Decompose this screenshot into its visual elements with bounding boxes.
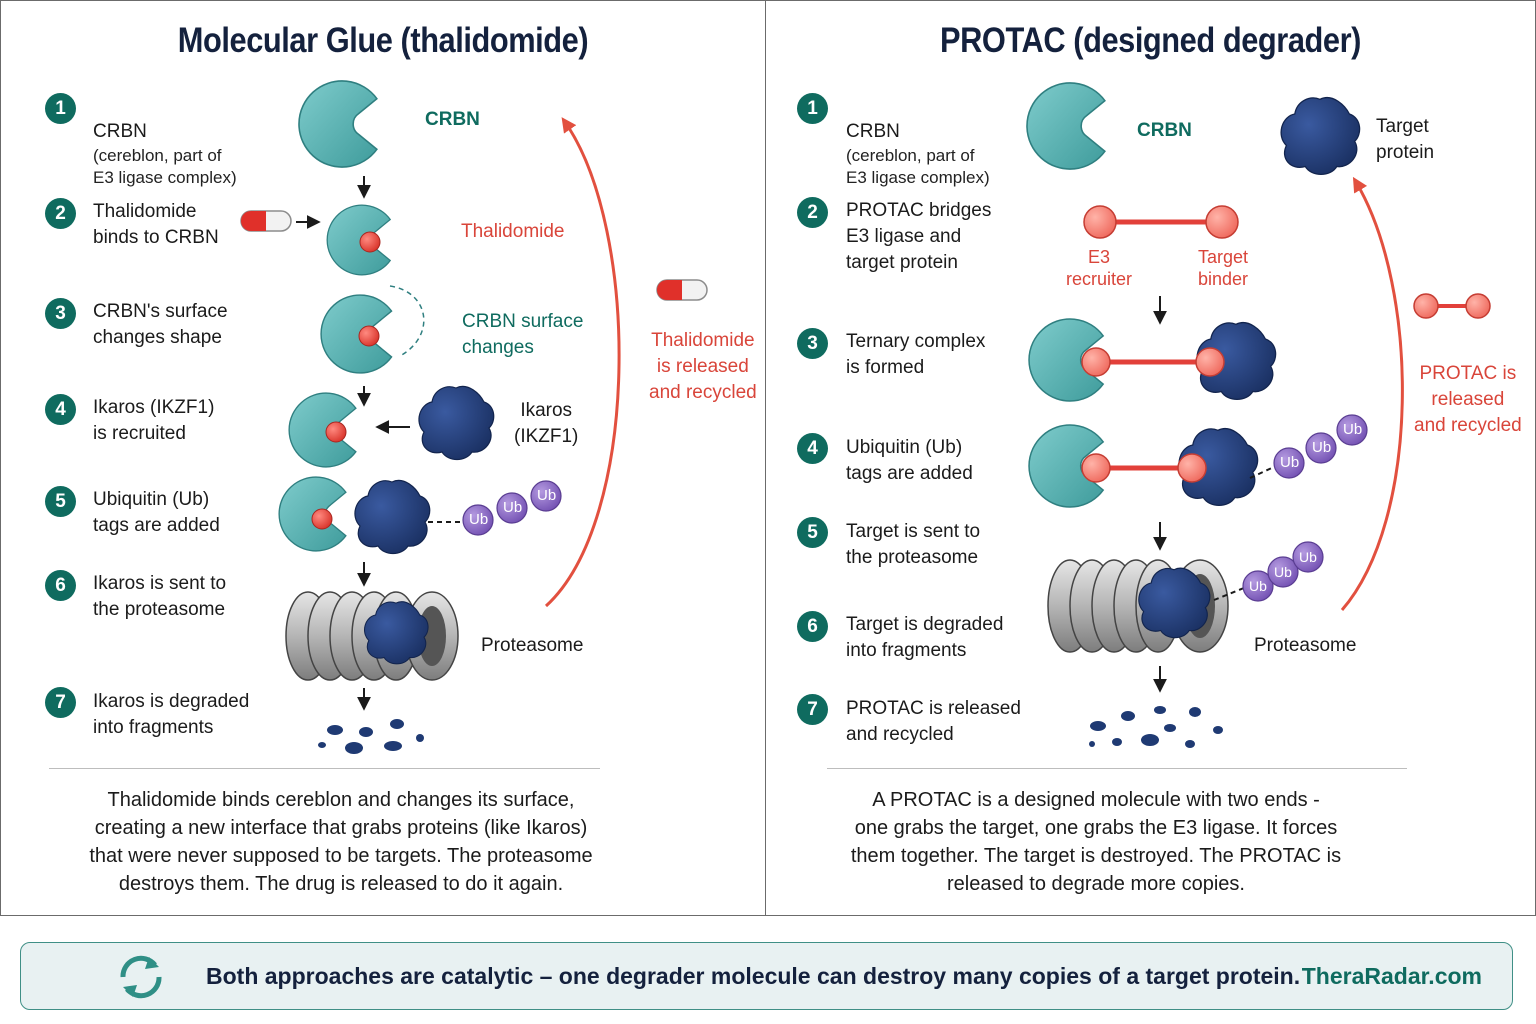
- right-fragments: [1089, 706, 1223, 748]
- right-crbn-label: CRBN: [1137, 120, 1192, 141]
- left-recycle-label: Thalidomide is released and recycled: [649, 330, 757, 403]
- right-recycle-arrow: [1340, 176, 1404, 611]
- right-panel-title: PROTAC (designed degrader): [940, 21, 1361, 60]
- site-name: TheraRadar.com: [1301, 963, 1482, 989]
- right-step-3-number: 3: [797, 328, 828, 359]
- ub-label: Ub: [1343, 421, 1363, 438]
- left-step-5-number: 5: [45, 486, 76, 517]
- left-step-5-text: Ubiquitin (Ub) tags are added: [93, 489, 220, 536]
- ub-label: Ub: [1299, 549, 1317, 565]
- ub-label: Ub: [537, 487, 557, 504]
- right-target-protein-label: Target protein: [1376, 116, 1435, 163]
- right-step-4-text: Ubiquitin (Ub) tags are added: [846, 437, 973, 484]
- right-divider: [827, 768, 1407, 769]
- left-recycle-arrow: [544, 117, 621, 608]
- right-step-5-text: Target is sent to the proteasome: [846, 521, 981, 568]
- left-proteasome-shape: [285, 591, 459, 681]
- right-recycle-label: PROTAC is released and recycled: [1414, 363, 1522, 436]
- left-ikaros-label: Ikaros (IKZF1): [514, 400, 579, 447]
- left-divider: [49, 768, 600, 769]
- ub-label: Ub: [1280, 454, 1300, 471]
- ub-label: Ub: [1249, 578, 1267, 594]
- left-summary: Thalidomide binds cereblon and changes i…: [89, 789, 593, 895]
- left-panel-title: Molecular Glue (thalidomide): [177, 21, 589, 60]
- target-binder-label: Target binder: [1198, 247, 1249, 289]
- right-summary: A PROTAC is a designed molecule with two…: [850, 789, 1342, 895]
- thalidomide-pill-icon: [240, 210, 292, 232]
- ub-label: Ub: [469, 511, 489, 528]
- left-step-2-number: 2: [45, 198, 76, 229]
- recycle-arrows-icon: [120, 955, 162, 999]
- left-step-7-text: Ikaros is degraded into fragments: [93, 691, 250, 738]
- ub-label: Ub: [1312, 439, 1332, 456]
- right-step-3-text: Ternary complex is formed: [846, 331, 986, 378]
- left-crbn-label: CRBN: [425, 109, 480, 130]
- left-thalidomide-label: Thalidomide: [461, 221, 565, 242]
- right-step-1-title: CRBN: [846, 121, 900, 142]
- right-step-4-number: 4: [797, 433, 828, 464]
- right-step-2-number: 2: [797, 197, 828, 228]
- ikaros-shape: [418, 385, 495, 461]
- left-step-6-number: 6: [45, 570, 76, 601]
- left-step-3-text: CRBN's surface changes shape: [93, 301, 228, 348]
- target-protein-shape: [1280, 96, 1361, 176]
- right-step-1-number: 1: [797, 93, 828, 124]
- left-crbn-shape: [298, 80, 378, 168]
- molecular-glue-panel: Molecular Glue (thalidomide) 1 CRBN (cer…: [0, 0, 766, 916]
- protac-panel: PROTAC (designed degrader) 1 CRBN (cereb…: [765, 0, 1536, 916]
- left-step-1-text: CRBN (cereblon, part of E3 ligase comple…: [93, 93, 237, 215]
- left-step-3-number: 3: [45, 298, 76, 329]
- right-step-6-number: 6: [797, 611, 828, 642]
- catalytic-banner: Both approaches are catalytic – one degr…: [20, 942, 1513, 1010]
- left-step-6-text: Ikaros is sent to the proteasome: [93, 573, 227, 620]
- left-fragments: [318, 719, 424, 754]
- left-step-4-number: 4: [45, 394, 76, 425]
- left-step-1-title: CRBN: [93, 121, 147, 142]
- left-step-2-text: Thalidomide binds to CRBN: [93, 201, 219, 248]
- left-step-7-number: 7: [45, 687, 76, 718]
- right-step-1-sub: (cereblon, part of E3 ligase complex): [846, 146, 990, 187]
- right-step-7-text: PROTAC is released and recycled: [846, 698, 1021, 745]
- ub-label: Ub: [1274, 564, 1292, 580]
- right-step-6-text: Target is degraded into fragments: [846, 614, 1004, 661]
- banner-text: Both approaches are catalytic – one degr…: [206, 963, 1301, 989]
- left-step-1-number: 1: [45, 93, 76, 124]
- right-step-5-number: 5: [797, 517, 828, 548]
- left-step-1-sub: (cereblon, part of E3 ligase complex): [93, 146, 237, 187]
- right-proteasome-label: Proteasome: [1254, 635, 1357, 656]
- ub-label: Ub: [503, 499, 523, 516]
- right-step-7-number: 7: [797, 694, 828, 725]
- left-surface-changes-label: CRBN surface changes: [462, 311, 584, 358]
- e3-recruiter-label: E3 recruiter: [1066, 247, 1133, 289]
- right-step-2-text: PROTAC bridges E3 ligase and target prot…: [846, 200, 992, 273]
- right-step-1-text: CRBN (cereblon, part of E3 ligase comple…: [846, 93, 990, 215]
- left-step-4-text: Ikaros (IKZF1) is recruited: [93, 397, 215, 444]
- left-proteasome-label: Proteasome: [481, 635, 584, 656]
- right-proteasome-shape: [1047, 559, 1229, 653]
